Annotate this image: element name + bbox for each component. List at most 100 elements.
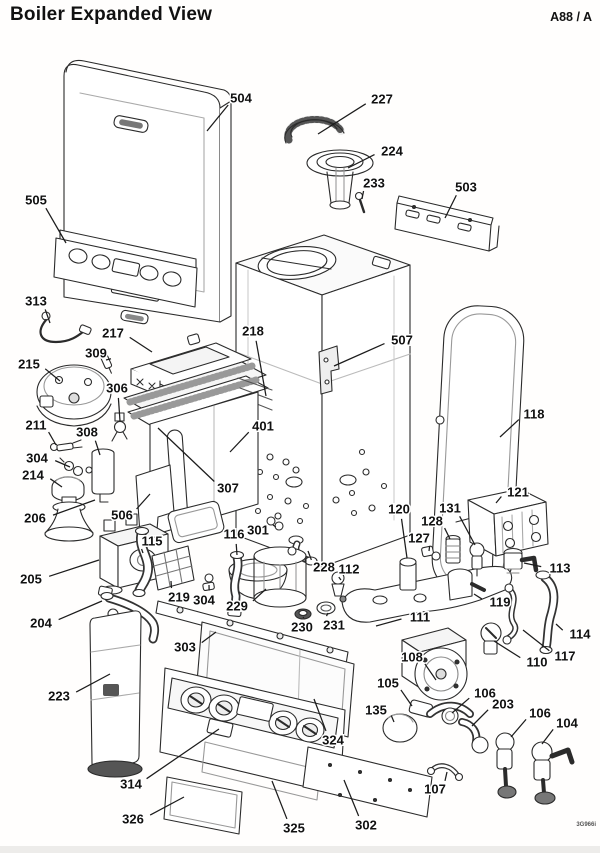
part-label-106: 106 bbox=[474, 686, 496, 701]
leader-line-504 bbox=[206, 104, 229, 132]
part-label-204: 204 bbox=[30, 616, 52, 631]
leader-line-211 bbox=[48, 431, 57, 446]
leader-line-303 bbox=[201, 631, 217, 644]
part-label-507: 507 bbox=[391, 333, 413, 348]
part-label-304: 304 bbox=[193, 593, 215, 608]
part-label-215: 215 bbox=[18, 357, 40, 372]
leader-line-228 bbox=[307, 550, 312, 561]
combustion-casing-illustration bbox=[235, 234, 411, 568]
leader-line-110 bbox=[493, 640, 521, 659]
pressure-switch-illustration bbox=[36, 364, 112, 427]
part-label-223: 223 bbox=[48, 689, 70, 704]
pipe-115-illustration bbox=[132, 526, 154, 598]
part-label-309: 309 bbox=[85, 346, 107, 361]
part-label-302: 302 bbox=[355, 818, 377, 833]
part-label-217: 217 bbox=[102, 326, 124, 341]
part-label-224: 224 bbox=[381, 144, 403, 159]
leader-line-127 bbox=[428, 545, 431, 552]
leader-line-116 bbox=[235, 543, 238, 556]
part-label-106: 106 bbox=[529, 706, 551, 721]
part-label-114: 114 bbox=[570, 627, 592, 642]
leader-line-507 bbox=[333, 343, 385, 367]
leader-line-217 bbox=[129, 336, 153, 353]
part-label-128: 128 bbox=[421, 514, 443, 529]
valve-106b-illustration bbox=[495, 732, 517, 799]
leader-line-106 bbox=[510, 718, 527, 738]
leader-line-314 bbox=[146, 728, 220, 780]
sensor-131-illustration bbox=[469, 542, 485, 577]
part-label-326: 326 bbox=[122, 812, 144, 827]
flue-clamp-illustration bbox=[283, 115, 345, 144]
fitting-127-illustration bbox=[421, 545, 441, 561]
page-edge-strip bbox=[0, 846, 600, 853]
valve-112-illustration bbox=[331, 571, 347, 603]
leader-line-326 bbox=[149, 796, 185, 816]
part-label-214: 214 bbox=[22, 468, 44, 483]
clip-301-illustration bbox=[266, 516, 284, 531]
leader-line-112 bbox=[338, 576, 342, 581]
part-label-314: 314 bbox=[120, 777, 142, 792]
leader-line-224 bbox=[347, 154, 375, 169]
part-label-503: 503 bbox=[455, 180, 477, 195]
leader-line-117 bbox=[522, 629, 550, 652]
pipe-117-illustration bbox=[502, 583, 519, 645]
canister-229-illustration bbox=[253, 546, 307, 608]
plate-hx-illustration bbox=[467, 488, 549, 557]
leader-line-401 bbox=[229, 431, 250, 453]
leader-line-215 bbox=[44, 368, 61, 382]
part-label-108: 108 bbox=[401, 650, 423, 665]
sensor-309-illustration bbox=[100, 354, 113, 374]
leader-line-313 bbox=[44, 309, 51, 324]
heat-exchanger-illustration bbox=[123, 333, 288, 600]
leader-line-218 bbox=[255, 340, 267, 397]
part-label-119: 119 bbox=[490, 595, 511, 610]
valve-104-illustration bbox=[531, 741, 575, 805]
pipe-204-illustration bbox=[97, 585, 160, 644]
leader-line-304 bbox=[54, 460, 71, 468]
part-label-325: 325 bbox=[283, 821, 305, 836]
leader-line-120 bbox=[400, 518, 408, 559]
part-label-115: 115 bbox=[142, 534, 163, 549]
leader-line-115 bbox=[140, 548, 144, 554]
part-label-307: 307 bbox=[217, 481, 239, 496]
part-label-120: 120 bbox=[388, 502, 410, 517]
leader-line-206 bbox=[52, 499, 96, 516]
clip-304-illustration bbox=[59, 457, 84, 477]
leader-line-111 bbox=[375, 618, 402, 627]
sensor-lead-illustration bbox=[39, 311, 92, 344]
part-label-230: 230 bbox=[291, 620, 313, 635]
part-label-506: 506 bbox=[111, 508, 133, 523]
pump-illustration bbox=[401, 622, 502, 701]
ignition-bracket-507-illustration bbox=[318, 345, 340, 395]
leader-line-308 bbox=[94, 440, 101, 456]
part-label-205: 205 bbox=[20, 572, 42, 587]
part-label-233: 233 bbox=[363, 176, 385, 191]
cap-214-illustration bbox=[51, 476, 85, 502]
part-label-127: 127 bbox=[408, 531, 430, 546]
part-label-113: 113 bbox=[550, 561, 571, 576]
part-label-118: 118 bbox=[524, 407, 545, 422]
leader-line-107 bbox=[444, 771, 448, 781]
part-label-227: 227 bbox=[371, 92, 393, 107]
leader-line-229 bbox=[252, 588, 267, 602]
siphon-illustration bbox=[87, 608, 143, 778]
leader-line-119 bbox=[473, 593, 483, 600]
flue-adaptor-illustration bbox=[306, 149, 374, 210]
part-label-324: 324 bbox=[322, 733, 344, 748]
part-label-206: 206 bbox=[24, 511, 46, 526]
leader-line-135 bbox=[390, 715, 395, 723]
bell-206-illustration bbox=[44, 496, 94, 542]
leader-line-302 bbox=[343, 779, 360, 817]
leader-line-503 bbox=[444, 195, 457, 219]
leader-line-306 bbox=[117, 397, 121, 422]
leader-line-205 bbox=[48, 559, 100, 577]
section-code: A88 / A bbox=[550, 10, 592, 24]
leader-line-105 bbox=[400, 689, 413, 707]
part-label-218: 218 bbox=[242, 324, 264, 339]
leader-line-301 bbox=[272, 524, 277, 528]
leader-line-114 bbox=[555, 623, 564, 631]
part-label-112: 112 bbox=[339, 562, 360, 577]
leader-line-506 bbox=[136, 493, 151, 510]
leader-line-505 bbox=[45, 207, 67, 244]
